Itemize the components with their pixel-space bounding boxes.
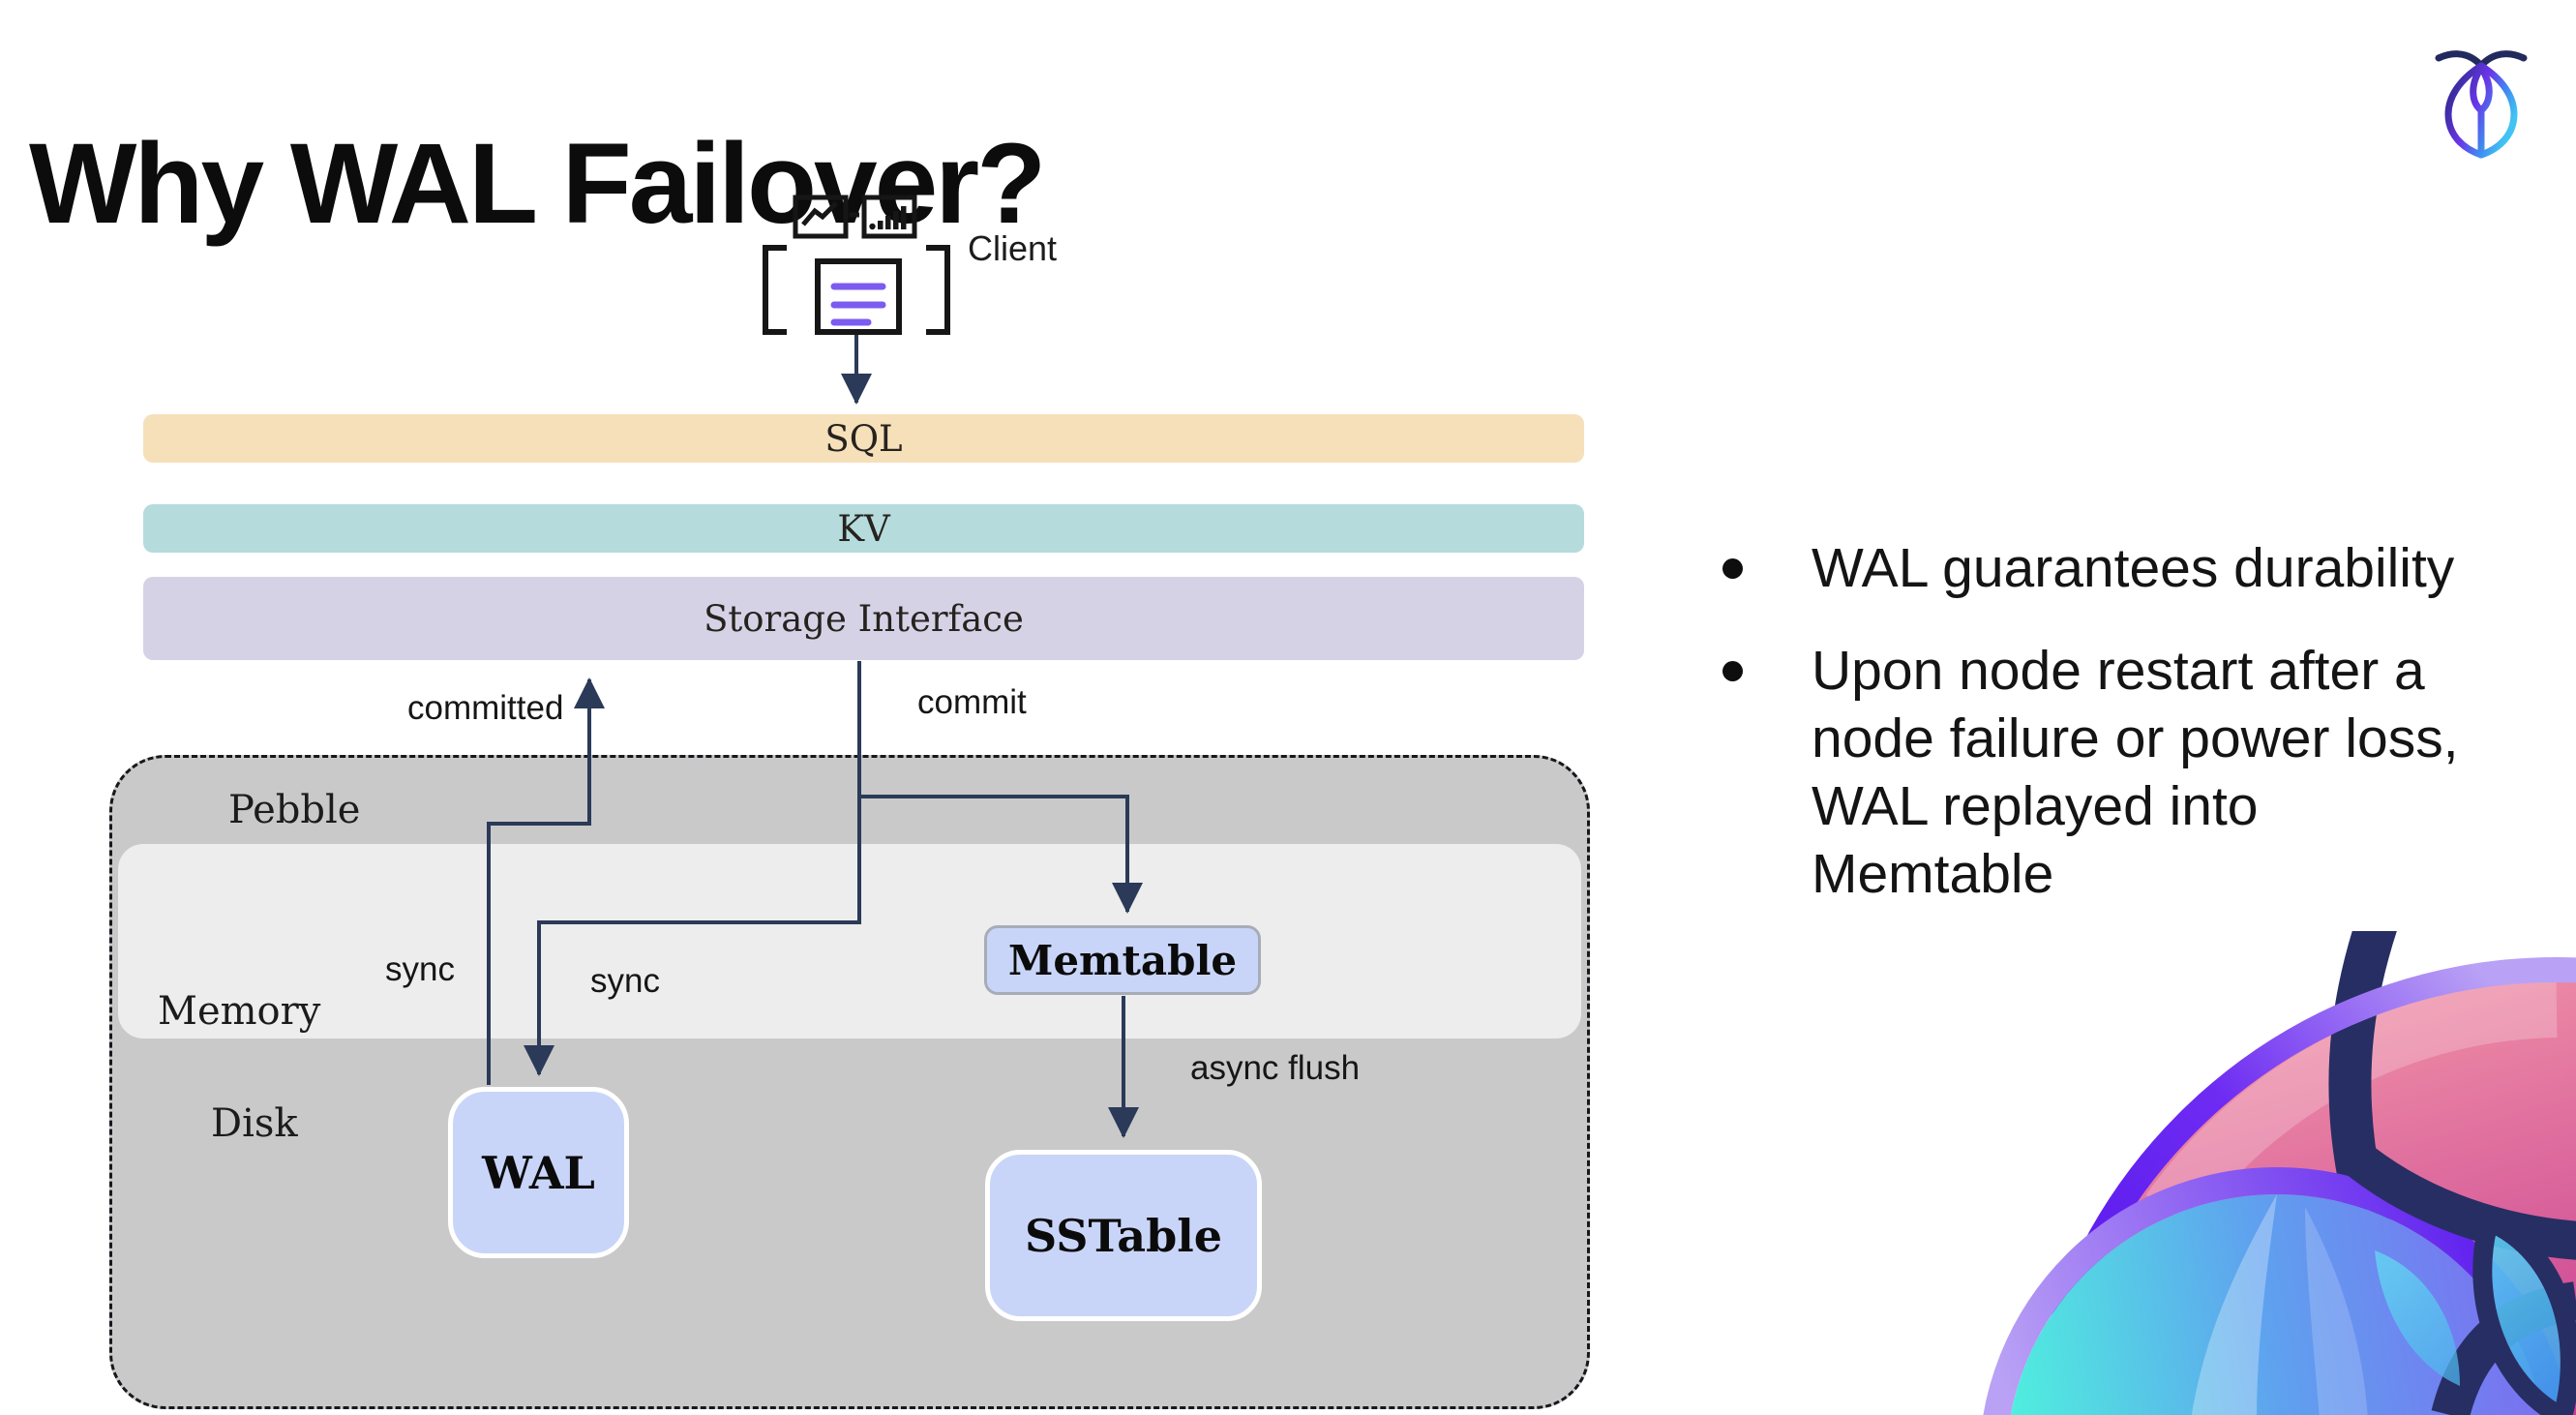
node-memtable: Memtable [984,925,1261,995]
client-label: Client [968,228,1058,268]
bullet-text-line: node failure or power loss, [1812,708,2459,769]
layer-sql-label: SQL [824,417,903,460]
bullet-dot [1722,558,1743,579]
page-title: Why WAL Failover? [29,120,1046,249]
edge-label-sync-left: sync [385,950,455,988]
edge-label-commit: commit [917,683,1027,721]
layer-kv-label: KV [837,507,890,550]
pebble-label: Pebble [228,788,361,832]
node-sstable-label: SSTable [1025,1209,1222,1262]
edge-label-async-flush: async flush [1190,1049,1361,1087]
node-wal: WAL [448,1087,629,1258]
bullet-text: WAL guarantees durability [1812,537,2455,599]
line-chart-icon [793,195,849,239]
layer-kv: KV [143,504,1584,553]
corner-art [1983,931,2576,1415]
memory-label: Memory [158,989,321,1034]
cockroachdb-logo-icon [2435,50,2528,159]
bullet-dot [1722,661,1743,681]
edge-label-committed: committed [407,689,564,727]
edge-label-sync-right: sync [590,962,660,1000]
disk-label: Disk [211,1101,298,1146]
node-wal-label: WAL [482,1146,595,1199]
bullet-text-line: WAL replayed into Memtable [1812,775,2259,905]
bar-chart-icon [861,195,917,239]
layer-storage-label: Storage Interface [704,597,1024,640]
layer-sql: SQL [143,414,1584,463]
bullet-list: WAL guarantees durability Upon node rest… [1715,534,2508,908]
client-icon [763,195,950,335]
memory-band [118,844,1581,1039]
node-memtable-label: Memtable [1007,936,1238,984]
bullet-item: Upon node restart after a node failure o… [1715,637,2508,908]
layer-storage-interface: Storage Interface [143,577,1584,660]
node-sstable: SSTable [985,1150,1262,1321]
bullet-text-line: Upon node restart after a [1812,640,2425,702]
bullet-item: WAL guarantees durability [1715,534,2508,602]
